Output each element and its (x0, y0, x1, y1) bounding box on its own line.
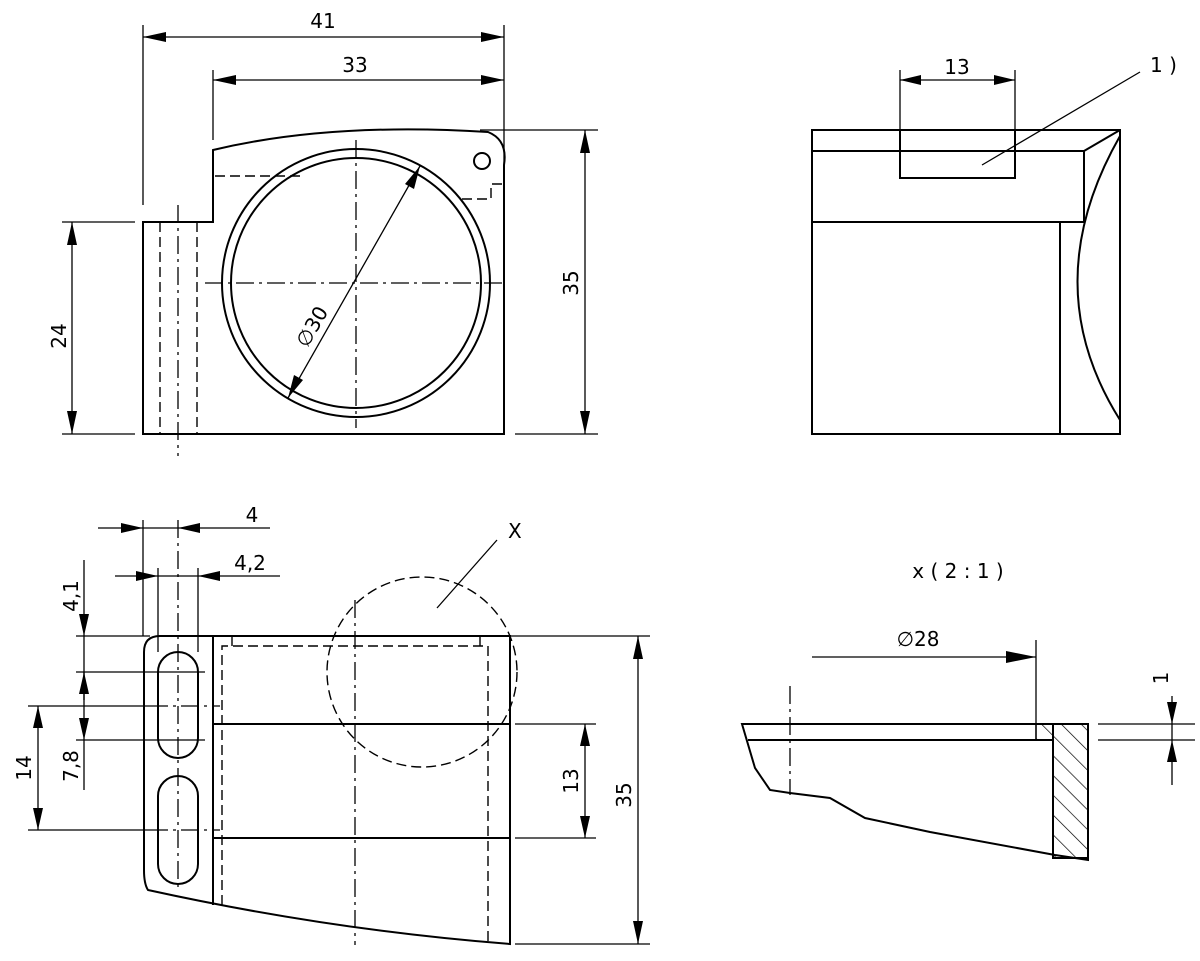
detail-marker: X (508, 519, 522, 543)
dim-label-35-bottom: 35 (612, 782, 636, 807)
arrowhead (481, 32, 504, 42)
side-view-outline (811, 129, 1121, 435)
arrowhead (79, 718, 89, 740)
arrowhead (580, 411, 590, 434)
edge-line (1083, 129, 1121, 152)
dim-label-1: 1 (1149, 672, 1173, 685)
arrowhead (1167, 740, 1177, 762)
arrowhead (1167, 702, 1177, 724)
dim-label-dia30: ∅30 (291, 302, 333, 351)
arrowhead (213, 75, 236, 85)
dim-label-13-bottom: 13 (559, 768, 583, 793)
arrowhead (580, 130, 590, 153)
arrowhead (67, 411, 77, 434)
dim-label-33: 33 (342, 53, 367, 77)
arrowhead (33, 808, 43, 830)
arrowhead (198, 571, 220, 581)
note-leader-line (981, 71, 1141, 166)
arrowhead (1006, 651, 1036, 663)
dim-label-4: 4 (246, 503, 259, 527)
detail-view: x ( 2 : 1 ) ∅28 1 (740, 559, 1195, 862)
arrowhead (178, 523, 200, 533)
arrowhead (994, 75, 1015, 85)
arrowhead (33, 706, 43, 728)
note-marker: 1 ) (1150, 53, 1177, 77)
detail-title: x ( 2 : 1 ) (912, 559, 1003, 583)
arrowhead (67, 222, 77, 245)
dim-label-4-2: 4,2 (234, 551, 266, 575)
pin-hole (473, 152, 491, 170)
dim-label-35: 35 (559, 270, 583, 295)
detail-hatched-lip (1035, 723, 1054, 741)
arrowhead (136, 571, 158, 581)
dim-label-13-side: 13 (944, 55, 969, 79)
arrowhead (580, 816, 590, 838)
detail-leader (436, 539, 498, 609)
arrowhead (79, 614, 89, 636)
hidden-bore-lip (231, 636, 481, 646)
dim-label-7-8: 7,8 (59, 750, 83, 782)
front-view: 41 33 35 24 ∅30 (47, 9, 598, 456)
bore-outer-circle (221, 148, 491, 418)
bore-silhouette-arc (1076, 135, 1121, 421)
bottom-view: X 4 4,2 4,1 7,8 14 (12, 503, 650, 946)
hidden-step (462, 183, 503, 200)
detail-circle-x (326, 576, 518, 768)
arrowhead (143, 32, 166, 42)
arrowhead (481, 75, 504, 85)
arrowhead (121, 523, 143, 533)
side-view: 13 1 ) (811, 53, 1177, 435)
dim-label-4-1: 4,1 (59, 580, 83, 612)
arrowhead (633, 636, 643, 659)
dim-line-dia30 (287, 165, 421, 399)
bottom-view-outline (143, 635, 511, 946)
dim-label-14: 14 (12, 755, 36, 780)
detail-hatched-section (1052, 723, 1089, 859)
detail-outline (740, 723, 1089, 862)
recess-outline (899, 129, 1016, 179)
arrowhead (580, 724, 590, 746)
arrowhead (633, 921, 643, 944)
arrowhead (405, 166, 420, 189)
dim-label-41: 41 (310, 9, 335, 33)
arrowhead (288, 375, 303, 398)
arrowhead (900, 75, 921, 85)
dim-label-24: 24 (47, 323, 71, 348)
dim-label-dia28: ∅28 (897, 627, 940, 651)
